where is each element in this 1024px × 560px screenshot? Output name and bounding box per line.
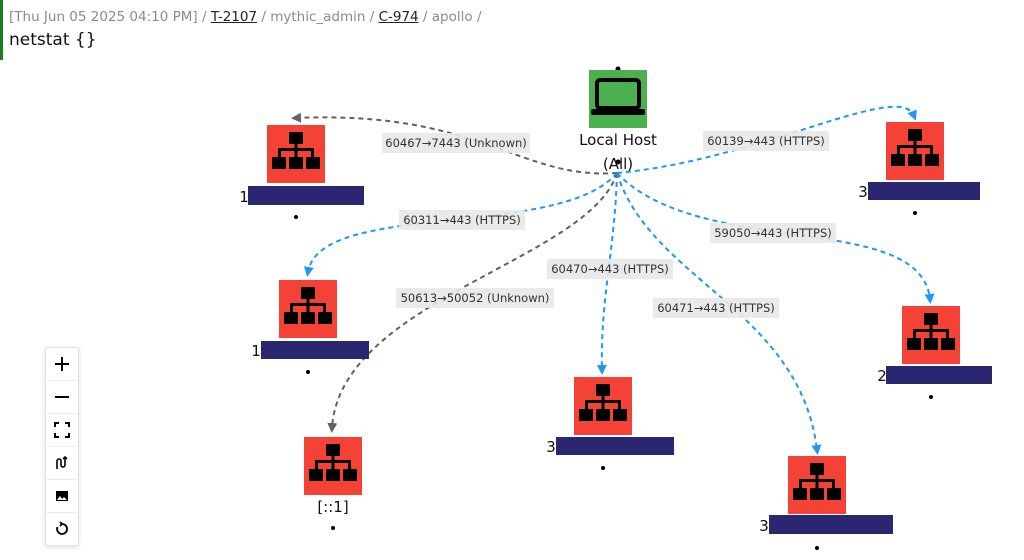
node-label: 3: [546, 438, 556, 456]
label-bar: [886, 366, 992, 384]
node-d[interactable]: 2: [877, 306, 992, 399]
accent-bar: [0, 0, 3, 60]
edge-label: 59050→443 (HTTPS): [714, 226, 832, 240]
node-e[interactable]: 3: [546, 377, 674, 470]
node-a[interactable]: 1: [239, 125, 364, 219]
node-g[interactable]: 3: [759, 456, 893, 550]
layout-icon: [56, 455, 68, 469]
node-f[interactable]: [::1]: [304, 437, 362, 530]
label-bar: [556, 437, 674, 455]
fit-view-icon: [54, 422, 70, 438]
export-image-icon: [56, 491, 68, 501]
fit-view-button[interactable]: [46, 414, 78, 447]
reset-icon: [56, 521, 68, 535]
edge-label: 60467→7443 (Unknown): [385, 136, 527, 150]
edge-label: 50613→50052 (Unknown): [401, 291, 550, 305]
edge-label: 60311→443 (HTTPS): [403, 213, 521, 227]
host-name: apollo: [431, 9, 473, 25]
layout-button[interactable]: [46, 447, 78, 480]
export-image-button[interactable]: [46, 480, 78, 513]
node-label: [::1]: [317, 498, 348, 516]
label-bar: [261, 341, 369, 359]
command-text: netstat {}: [9, 30, 97, 50]
edge-label: 60139→443 (HTTPS): [707, 134, 825, 148]
label-bar: [868, 182, 980, 200]
host-label: Local Host: [579, 131, 657, 149]
node-c[interactable]: 1: [251, 280, 369, 374]
breadcrumb: [Thu Jun 05 2025 04:10 PM] / T-2107 / my…: [9, 9, 482, 25]
edge-59050-443[interactable]: [616, 172, 935, 304]
reset-button[interactable]: [46, 513, 78, 545]
edge-label: 60471→443 (HTTPS): [657, 301, 775, 315]
timestamp: [Thu Jun 05 2025 04:10 PM]: [9, 9, 198, 25]
edge-60467-7443[interactable]: [291, 112, 618, 175]
edge-60139-443[interactable]: [616, 105, 917, 174]
edge-label: 60470→443 (HTTPS): [551, 262, 669, 276]
zoom-in-button[interactable]: [46, 348, 78, 381]
zoom-out-button[interactable]: [46, 381, 78, 414]
zoom-in-icon: [55, 357, 69, 371]
label-bar: [769, 515, 893, 534]
callback-link[interactable]: C-974: [378, 9, 419, 25]
operator-name: mythic_admin: [270, 9, 366, 25]
laptop-icon: [591, 78, 645, 115]
node-label: 1: [251, 342, 261, 360]
zoom-out-icon: [55, 396, 69, 398]
task-link[interactable]: T-2107: [210, 9, 258, 25]
node-label: 2: [877, 367, 887, 385]
label-bar: [248, 186, 364, 205]
local-host-node[interactable]: Local Host (All): [579, 66, 657, 174]
node-b[interactable]: 3: [858, 122, 980, 215]
node-label: 3: [858, 183, 868, 201]
graph-toolbar: [45, 347, 79, 546]
node-label: 1: [239, 188, 249, 206]
node-label: 3: [759, 517, 769, 535]
edge-50613-50052[interactable]: [327, 172, 618, 433]
